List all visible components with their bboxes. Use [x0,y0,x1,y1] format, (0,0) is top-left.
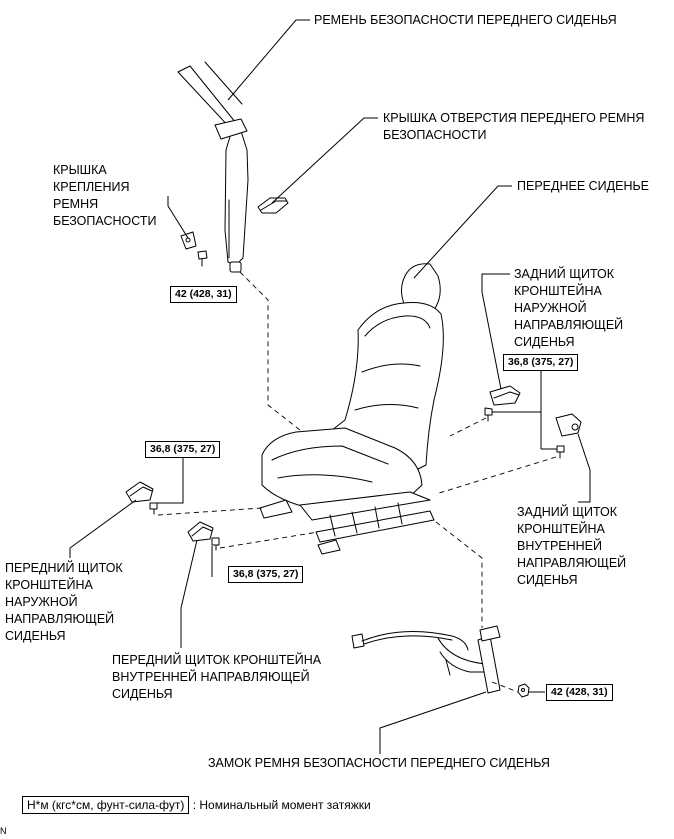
label-front-seat: ПЕРЕДНЕЕ СИДЕНЬЕ [517,179,650,193]
label-front-seat-belt: РЕМЕНЬ БЕЗОПАСНОСТИ ПЕРЕДНЕГО СИДЕНЬЯ [314,13,617,27]
label-line: КРЫШКА [53,163,107,177]
torque-rear-bracket: 36,8 (375, 27) [503,354,579,371]
torque-legend: Н*м (кгс*см, фунт-сила-фут) : Номинальны… [22,796,371,814]
leader-front-outer-cover [69,499,137,558]
label-line: РЕМНЯ [53,197,99,211]
front-seat-illustration [259,263,444,555]
leader-front-seat-belt [227,19,310,101]
label-line: КРЫШКА ОТВЕРСТИЯ ПЕРЕДНЕГО РЕМНЯ [383,111,645,125]
dashed-front-inner [219,531,319,549]
label-rear-inner-cover: ЗАДНИЙ ЩИТОК КРОНШТЕЙНА ВНУТРЕННЕЙ НАПРА… [517,504,626,589]
label-line: СИДЕНЬЯ [5,629,66,643]
label-line: КРОНШТЕЙНА [514,284,602,298]
label-line: НАПРАВЛЯЮЩЕЙ [514,318,624,332]
rear-inner-cover-illustration [555,413,582,437]
front-outer-bolt-illustration [149,502,158,515]
front-outer-cover-illustration [125,481,154,503]
label-front-inner-cover: ПЕРЕДНИЙ ЩИТОК КРОНШТЕЙНА ВНУТРЕННЕЙ НАП… [112,652,321,703]
leader-rear-inner-cover [577,433,591,503]
torque-front-inner-bracket: 36,8 (375, 27) [228,566,304,583]
label-front-outer-cover: ПЕРЕДНИЙ ЩИТОК КРОНШТЕЙНА НАРУЖНОЙ НАПРА… [5,560,123,645]
label-line: КРОНШТЕЙНА [5,578,93,592]
label-line: НАРУЖНОЙ [5,595,78,609]
torque-front-outer-bracket: 36,8 (375, 27) [145,441,221,458]
label-line: БЕЗОПАСНОСТИ [53,214,157,228]
leader-front-seat [413,185,512,279]
legend-description: : Номинальный момент затяжки [192,798,371,812]
belt-hole-cover-illustration [257,197,289,214]
leader-anchor-cover [167,196,189,239]
label-line: НАПРАВЛЯЮЩЕЙ [517,556,627,570]
label-line: СИДЕНЬЯ [514,335,575,349]
seat-belt-illustration [177,61,249,273]
label-line: ЗАДНИЙ ЩИТОК [517,505,618,519]
label-line: ВНУТРЕННЕЙ [517,539,602,553]
leader-belt-hole-cover [271,117,378,204]
dashed-buckle-nut [491,681,519,693]
label-line: НАПРАВЛЯЮЩЕЙ [5,612,115,626]
leader-front-outer-torque [157,457,184,504]
anchor-bolt-illustration [197,250,208,267]
label-buckle: ЗАМОК РЕМНЯ БЕЗОПАСНОСТИ ПЕРЕДНЕГО СИДЕН… [208,756,550,770]
front-inner-bolt-illustration [211,537,220,551]
label-belt-hole-cover: КРЫШКА ОТВЕРСТИЯ ПЕРЕДНЕГО РЕМНЯ БЕЗОПАС… [383,110,644,144]
leader-buckle [379,691,487,754]
label-line: ЗАДНИЙ ЩИТОК [514,267,615,281]
leader-front-inner-cover [180,539,198,648]
label-line: БЕЗОПАСНОСТИ [383,128,487,142]
buckle-nut-illustration [517,683,530,698]
label-rear-outer-cover: ЗАДНИЙ ЩИТОК КРОНШТЕЙНА НАРУЖНОЙ НАПРАВЛ… [514,266,623,351]
label-anchor-cover: КРЫШКА КРЕПЛЕНИЯ РЕМНЯ БЕЗОПАСНОСТИ [53,162,156,230]
leader-rear-outer-cover [481,273,510,390]
dashed-rear-outer [449,417,487,437]
label-line: КРЕПЛЕНИЯ [53,180,130,194]
label-line: ПЕРЕДНИЙ ЩИТОК КРОНШТЕЙНА [112,653,322,667]
rear-outer-bolt-illustration [484,407,493,422]
label-line: ПЕРЕДНИЙ ЩИТОК [5,561,123,575]
torque-anchor-bolt: 42 (428, 31) [170,286,237,303]
rear-inner-bolt-illustration [556,445,565,459]
label-line: СИДЕНЬЯ [517,573,578,587]
rear-outer-cover-illustration [489,385,521,406]
label-line: ВНУТРЕННЕЙ НАПРАВЛЯЮЩЕЙ [112,670,310,684]
dashed-buckle [435,521,483,628]
anchor-cover-illustration [180,231,197,250]
label-line: СИДЕНЬЯ [112,687,173,701]
dashed-front-outer [157,507,263,516]
front-inner-cover-illustration [187,521,214,542]
label-line: НАРУЖНОЙ [514,301,587,315]
label-line: КРОНШТЕЙНА [517,522,605,536]
torque-buckle-nut: 42 (428, 31) [546,684,613,701]
corner-mark: N [0,826,7,836]
dashed-anchor-to-seat [239,271,301,431]
legend-unit-box: Н*м (кгс*см, фунт-сила-фут) [22,796,190,814]
dashed-rear-inner [435,456,557,495]
seat-belt-buckle-illustration [351,625,501,694]
